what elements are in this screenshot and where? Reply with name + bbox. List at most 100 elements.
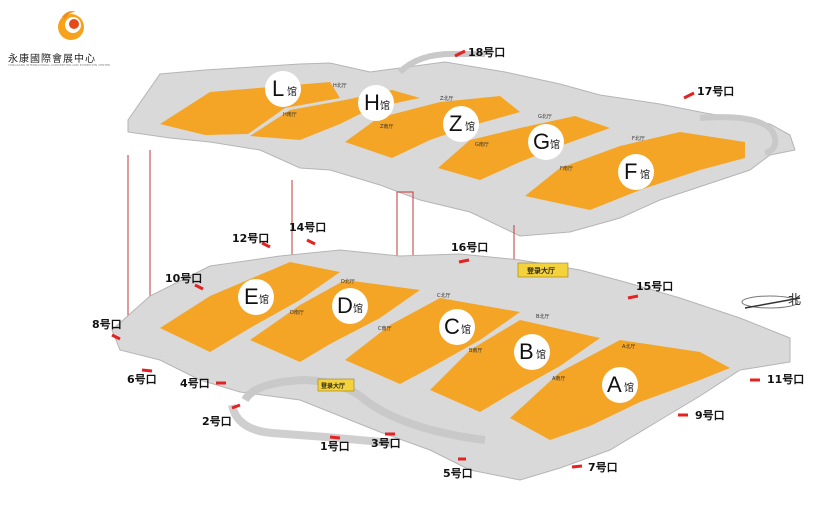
gate-arrow-icon bbox=[454, 49, 466, 58]
hall-letter: Z bbox=[449, 111, 462, 136]
hall-letter: C bbox=[444, 314, 460, 339]
upper-hall-block-z bbox=[345, 96, 520, 158]
gate-5[interactable]: 5号口 bbox=[443, 457, 473, 480]
gate-7[interactable]: 7号口 bbox=[571, 461, 618, 474]
gate-label: 17号口 bbox=[697, 85, 734, 98]
upper-hall-g[interactable]: G 馆 bbox=[528, 124, 564, 160]
gate-arrow-icon bbox=[571, 464, 583, 469]
gate-arrow-icon bbox=[306, 238, 316, 246]
hall-letter: B bbox=[519, 339, 534, 364]
gate-12[interactable]: 12号口 bbox=[232, 232, 271, 249]
lower-hall-a[interactable]: A 馆 bbox=[602, 367, 638, 403]
gate-label: 11号口 bbox=[767, 373, 804, 386]
gate-10[interactable]: 10号口 bbox=[165, 272, 204, 291]
lower-hall-block-c bbox=[345, 298, 520, 384]
gate-label: 18号口 bbox=[468, 46, 505, 59]
lower-hall-e[interactable]: E 馆 bbox=[238, 279, 274, 315]
gate-14[interactable]: 14号口 bbox=[289, 221, 326, 246]
hall-letter: A bbox=[607, 372, 622, 397]
gate-label: 8号口 bbox=[92, 318, 122, 331]
gate-label: 7号口 bbox=[588, 461, 618, 474]
gate-arrow-icon bbox=[627, 294, 639, 300]
lower-loop-road bbox=[228, 403, 393, 447]
hall-suffix: 馆 bbox=[465, 120, 475, 133]
hall-letter: L bbox=[272, 76, 284, 101]
gate-label: 3号口 bbox=[371, 437, 401, 450]
gate-16[interactable]: 16号口 bbox=[451, 241, 488, 264]
hall-suffix: 馆 bbox=[353, 302, 363, 315]
gate-label: 16号口 bbox=[451, 241, 488, 254]
gate-label: 12号口 bbox=[232, 232, 269, 245]
hallway-label: H南厅 bbox=[283, 111, 297, 118]
hall-badge-circle bbox=[439, 309, 475, 345]
gate-2[interactable]: 2号口 bbox=[202, 403, 241, 428]
gate-arrow-icon bbox=[194, 283, 204, 291]
brand-name: 永康國際會展中心 bbox=[8, 54, 96, 65]
lower-hall-b[interactable]: B 馆 bbox=[514, 334, 550, 370]
upper-hall-h[interactable]: H 馆 bbox=[358, 85, 394, 121]
gate-1[interactable]: 1号口 bbox=[320, 435, 350, 453]
brand-subtitle: YONGKANG INTERNATIONAL CONVENTION AND EX… bbox=[8, 63, 111, 67]
lower-hall-c[interactable]: C 馆 bbox=[439, 309, 475, 345]
hall-suffix: 馆 bbox=[536, 348, 546, 361]
gate-11[interactable]: 11号口 bbox=[750, 373, 804, 386]
hallway-label: A南厅 bbox=[552, 375, 565, 382]
hall-badge-circle bbox=[238, 279, 274, 315]
compass-arrow-icon bbox=[744, 297, 801, 309]
hallway-label: D北厅 bbox=[341, 278, 355, 285]
gate-arrow-icon bbox=[261, 241, 271, 249]
gate-17[interactable]: 17号口 bbox=[683, 85, 734, 100]
gate-label: 5号口 bbox=[443, 467, 473, 480]
gate-label: 14号口 bbox=[289, 221, 326, 234]
upper-hall-block-g bbox=[438, 116, 610, 180]
hall-suffix: 馆 bbox=[380, 99, 390, 112]
compass-ring bbox=[741, 295, 799, 309]
hall-badge-circle bbox=[443, 106, 479, 142]
upper-hall-l[interactable]: L 馆 bbox=[265, 71, 301, 107]
gate-label: 9号口 bbox=[695, 409, 725, 422]
upper-hall-z[interactable]: Z 馆 bbox=[443, 106, 479, 142]
hall-suffix: 馆 bbox=[461, 323, 471, 336]
hall-letter: G bbox=[533, 129, 550, 154]
gate-label: 6号口 bbox=[127, 373, 157, 386]
gate-18[interactable]: 18号口 bbox=[454, 46, 505, 59]
gate-arrow-icon bbox=[329, 435, 341, 440]
gate-arrow-icon bbox=[683, 91, 695, 100]
gate-8[interactable]: 8号口 bbox=[92, 318, 122, 341]
gate-label: 1号口 bbox=[320, 440, 350, 453]
lower-hall-block-d bbox=[250, 280, 420, 362]
upper-hall-f[interactable]: F 馆 bbox=[618, 154, 654, 190]
brand-logo bbox=[58, 11, 84, 40]
gate-labels: 18号口 17号口 16号口 15号口 14号口 12号口 10号口 8号口 6… bbox=[92, 46, 804, 480]
hall-suffix: 馆 bbox=[550, 138, 560, 151]
hall-letter: E bbox=[244, 284, 259, 309]
hall-badge-circle bbox=[332, 288, 368, 324]
hall-letter: F bbox=[624, 159, 637, 184]
gate-9[interactable]: 9号口 bbox=[678, 409, 725, 422]
gate-arrow-icon bbox=[141, 368, 153, 373]
hallway-label: H北厅 bbox=[333, 82, 347, 89]
gate-4[interactable]: 4号口 bbox=[180, 377, 226, 390]
hall-letter: H bbox=[364, 90, 380, 115]
logo-sun bbox=[69, 19, 79, 29]
compass-label: 北 bbox=[788, 293, 801, 308]
hallway-label: B南厅 bbox=[469, 347, 482, 354]
compass: 北 bbox=[741, 293, 801, 309]
lower-hall-d[interactable]: D 馆 bbox=[332, 288, 368, 324]
hallway-label: B北厅 bbox=[536, 313, 549, 320]
hallway-label: C北厅 bbox=[437, 292, 451, 299]
gate-label: 2号口 bbox=[202, 415, 232, 428]
gate-arrow-icon bbox=[458, 258, 470, 264]
gate-label: 10号口 bbox=[165, 272, 202, 285]
gate-3[interactable]: 3号口 bbox=[371, 432, 401, 450]
hall-badge-circle bbox=[602, 367, 638, 403]
hall-suffix: 馆 bbox=[287, 85, 297, 98]
gate-6[interactable]: 6号口 bbox=[127, 368, 157, 386]
hallway-label: Z北厅 bbox=[440, 95, 453, 102]
upper-ramp-right bbox=[699, 114, 779, 156]
lobby-sign-north bbox=[517, 262, 569, 278]
hallway-label: F南厅 bbox=[560, 165, 573, 172]
gate-15[interactable]: 15号口 bbox=[627, 280, 673, 300]
hall-badge-circle bbox=[358, 85, 394, 121]
